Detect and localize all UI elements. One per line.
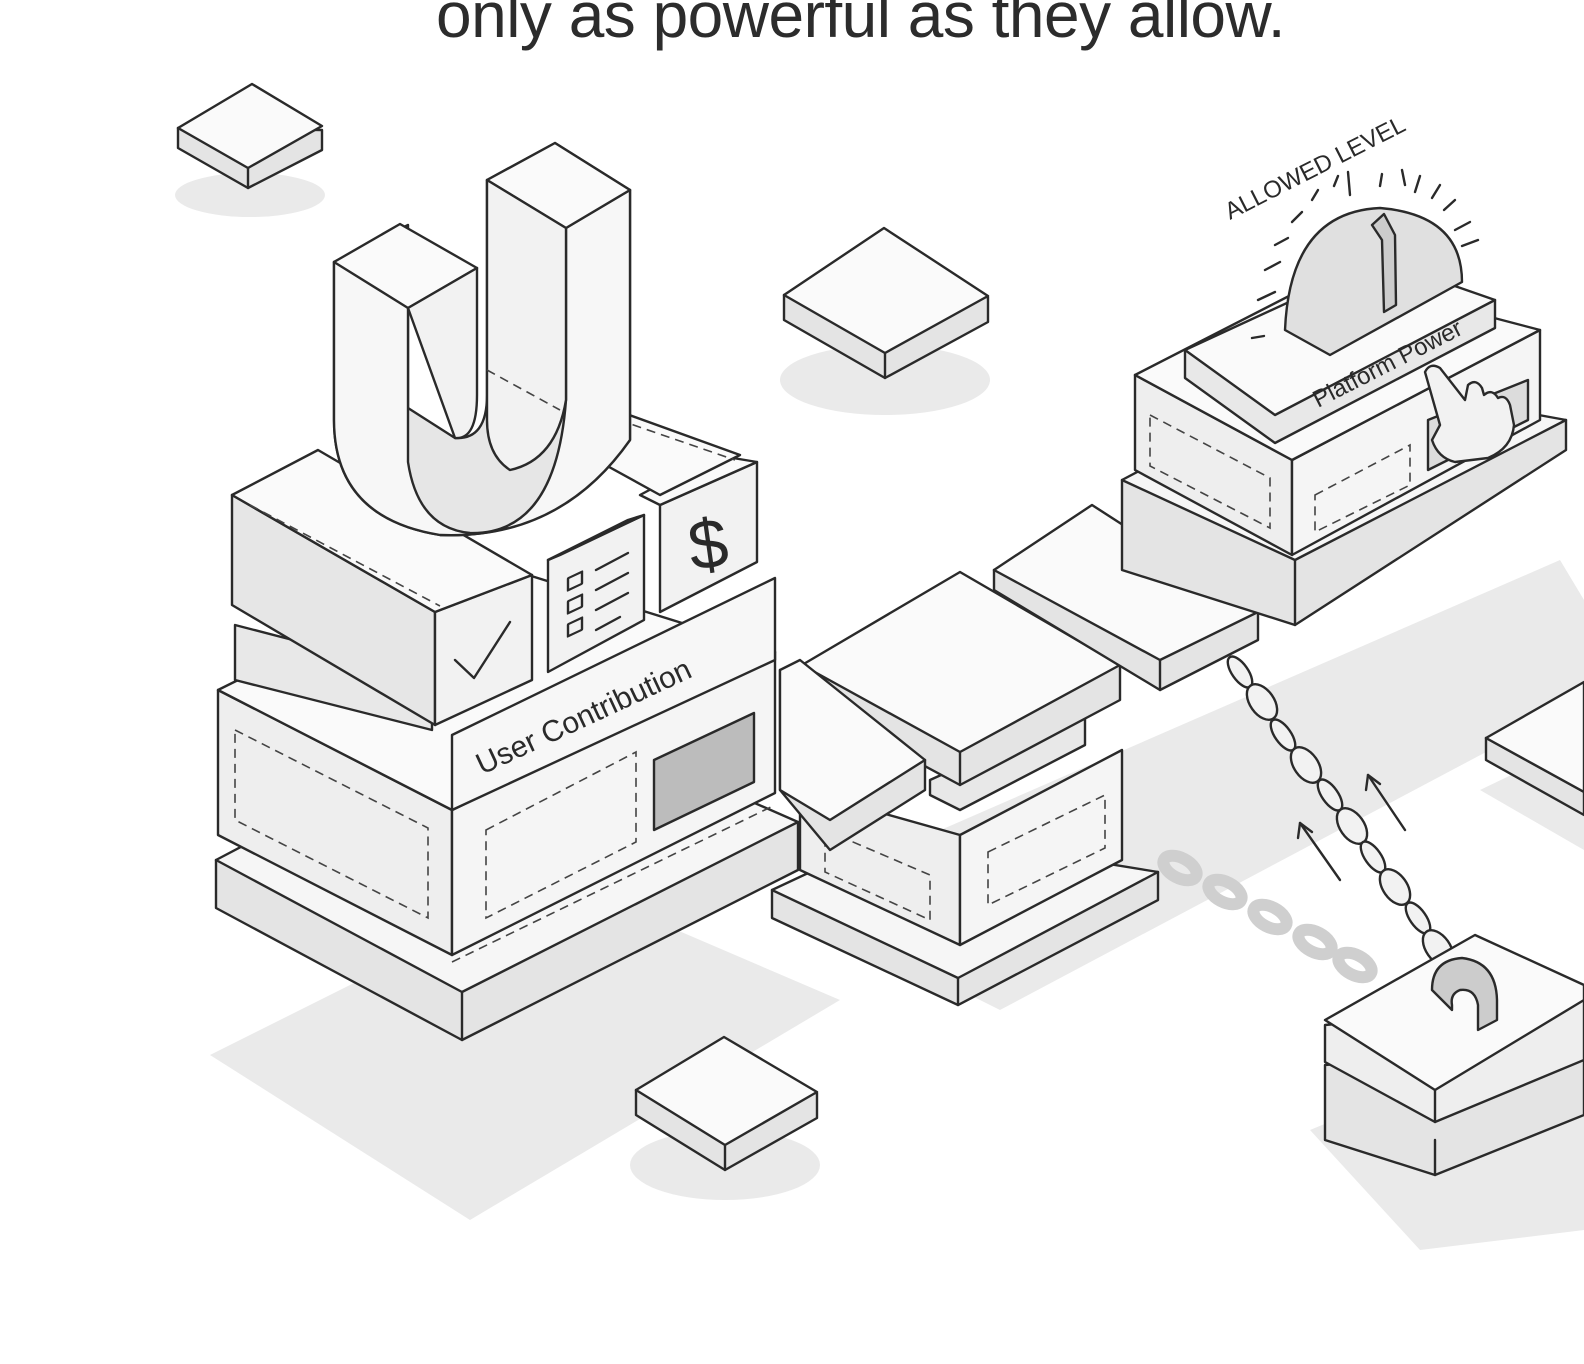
checkmark-icon — [453, 620, 512, 680]
user-contribution-stack: User Contribution $ — [214, 141, 800, 1042]
floating-tile-top-left — [176, 82, 324, 190]
middle-blocks — [770, 503, 1378, 1007]
heading-text: only as powerful as they allow. — [436, 0, 1285, 51]
platform-power-stack: ALLOWED LEVEL Platform Power — [1120, 111, 1568, 627]
magnet-icon — [332, 141, 632, 537]
chain-shadow — [1157, 849, 1378, 984]
pointing-hand-icon — [1423, 364, 1516, 464]
floating-tile-bottom — [634, 1035, 819, 1172]
list-icon — [566, 551, 630, 638]
anchor-block — [1323, 933, 1584, 1177]
chain-icon — [1226, 655, 1455, 967]
floating-tile-center — [782, 226, 990, 380]
edge-tile-right — [1484, 680, 1584, 817]
gauge-icon — [1250, 168, 1480, 357]
